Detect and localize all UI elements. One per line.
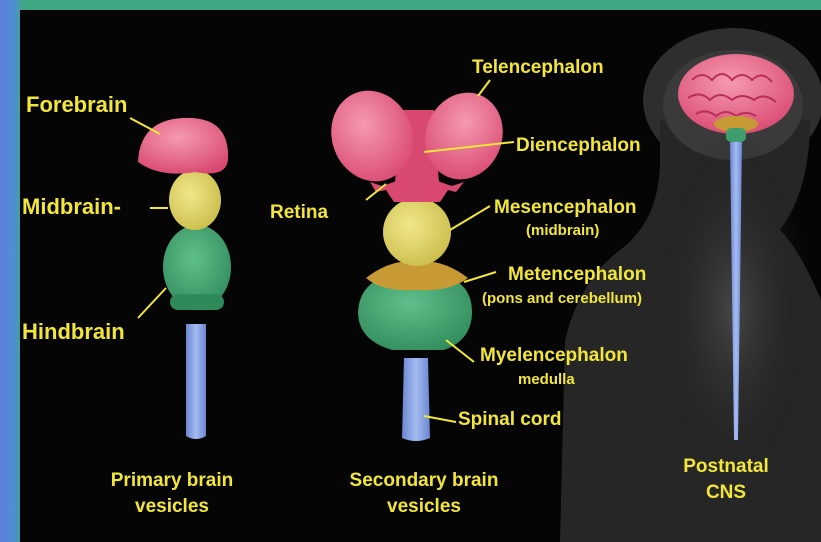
- hindbrain-label: Hindbrain: [22, 321, 125, 343]
- primary-caption-line1: Primary brain: [82, 468, 262, 494]
- secondary-caption-line1: Secondary brain: [314, 468, 534, 494]
- mesencephalon-label: Mesencephalon: [494, 198, 637, 217]
- secondary-caption-line2: vesicles: [314, 494, 534, 520]
- diencephalon-label: Diencephalon: [516, 136, 641, 155]
- myelencephalon-sublabel: medulla: [518, 372, 575, 387]
- telencephalon-label: Telencephalon: [472, 58, 604, 77]
- postnatal-caption-line2: CNS: [656, 480, 796, 506]
- primary-brain-vesicles: [138, 118, 231, 439]
- secondary-caption: Secondary brain vesicles: [314, 468, 534, 520]
- myelencephalon-label: Myelencephalon: [480, 346, 628, 365]
- forebrain-label: Forebrain: [26, 94, 127, 116]
- primary-caption-line2: vesicles: [82, 494, 262, 520]
- midbrain-label: Midbrain-: [22, 196, 121, 218]
- primary-caption: Primary brain vesicles: [82, 468, 262, 520]
- metencephalon-label: Metencephalon: [508, 265, 646, 284]
- postnatal-caption: Postnatal CNS: [656, 454, 796, 506]
- diagram-panel: Forebrain Midbrain- Hindbrain Telencepha…: [20, 10, 821, 542]
- postnatal-caption-line1: Postnatal: [656, 454, 796, 480]
- secondary-brain-vesicles: [319, 79, 515, 441]
- mesencephalon-sublabel: (midbrain): [526, 223, 599, 238]
- metencephalon-sublabel: (pons and cerebellum): [482, 291, 642, 306]
- retina-label: Retina: [270, 203, 328, 222]
- spinal-cord-label: Spinal cord: [458, 410, 561, 429]
